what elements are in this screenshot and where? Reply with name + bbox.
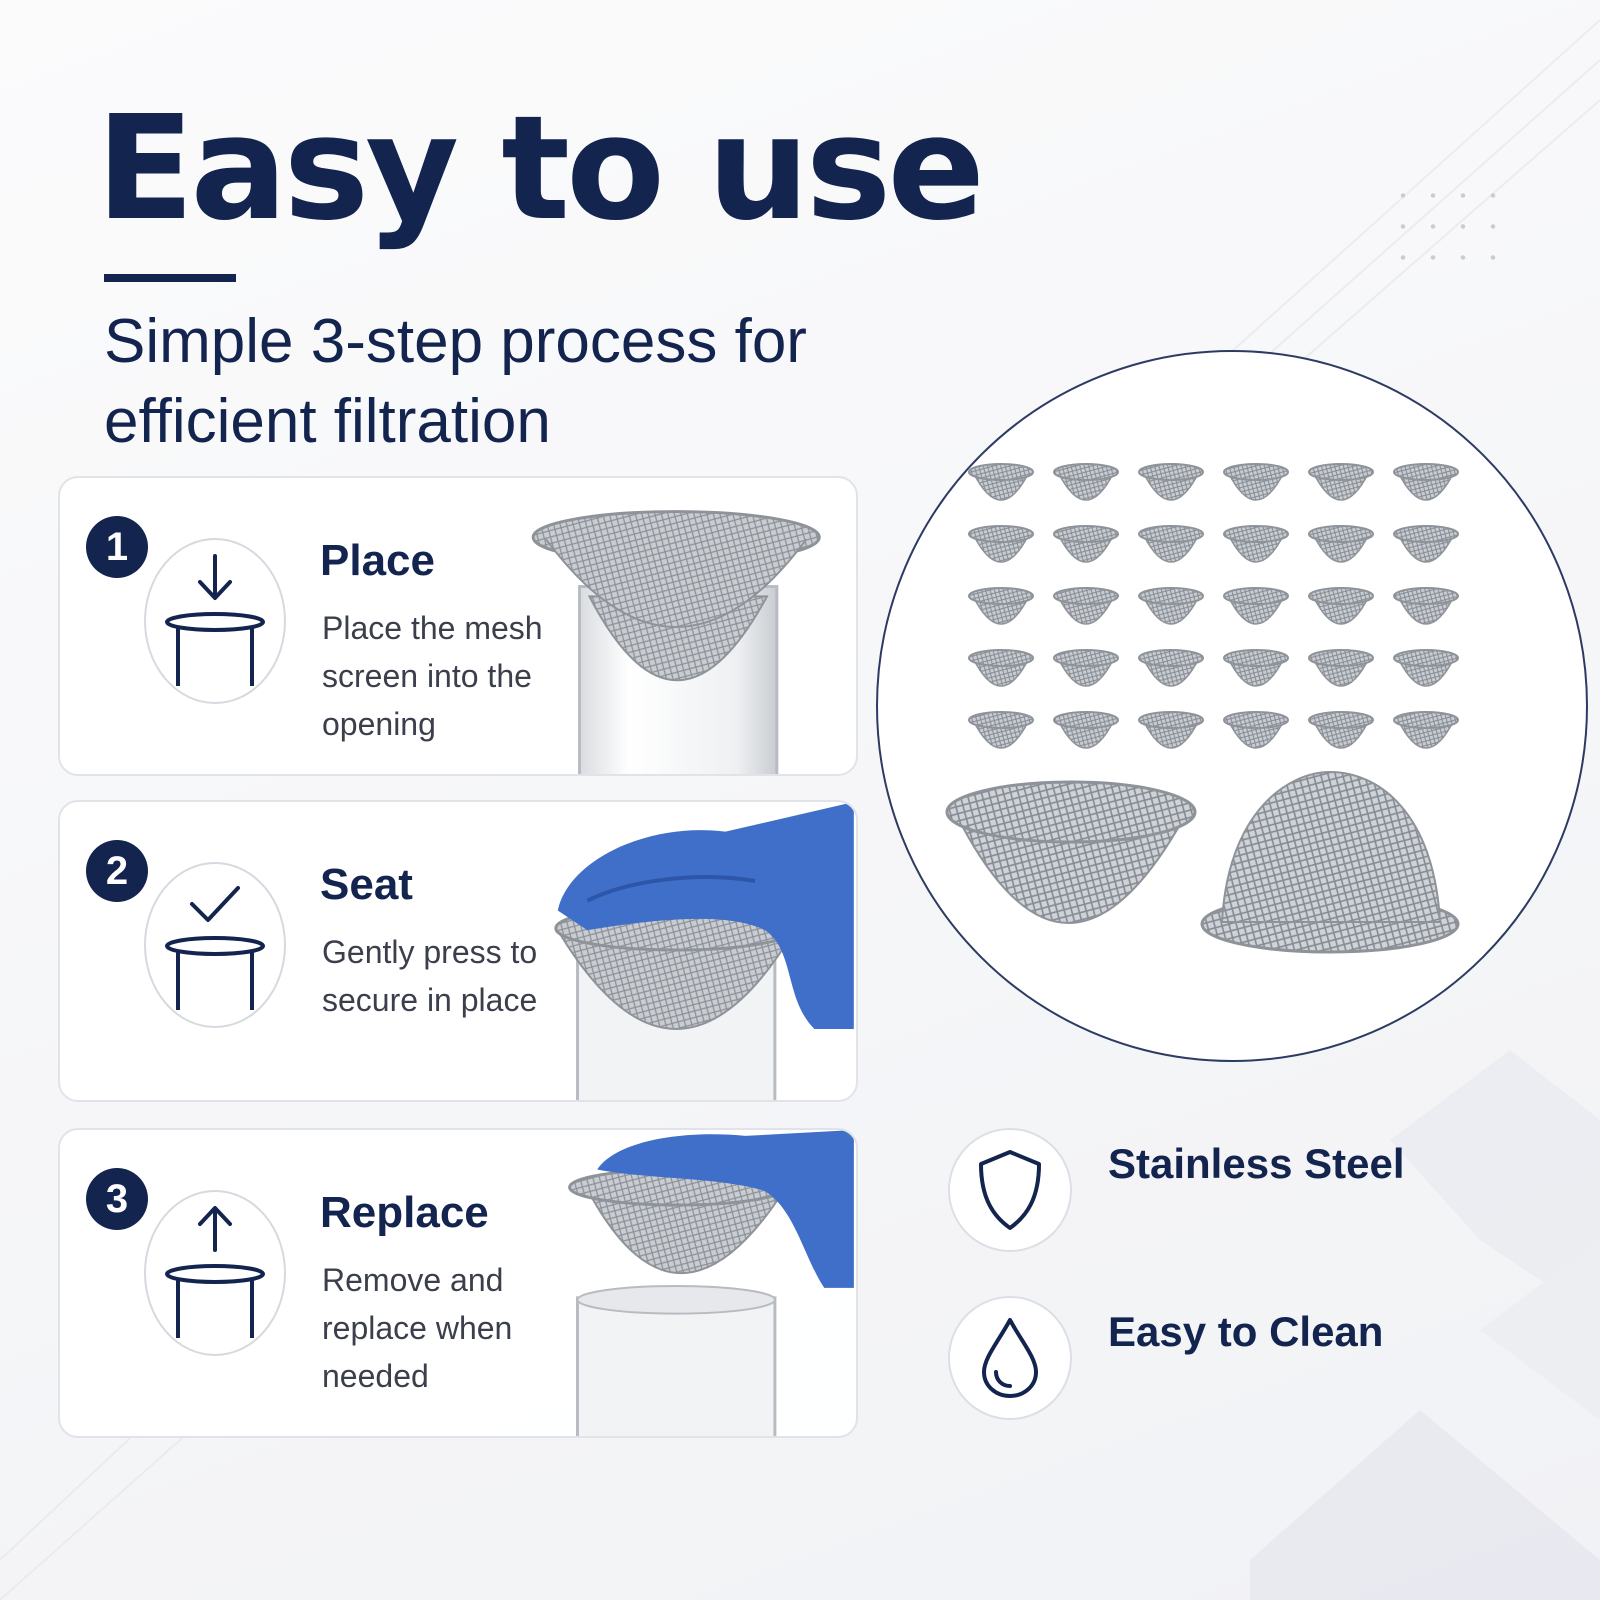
small-mesh-screen	[1393, 649, 1459, 687]
small-mesh-screen	[1308, 649, 1374, 687]
small-mesh-screen	[1393, 525, 1459, 563]
small-mesh-screen	[968, 587, 1034, 625]
small-mesh-screen	[968, 649, 1034, 687]
step-description: Gently press to secure in place	[322, 934, 538, 1018]
step-number-badge: 1	[86, 516, 148, 578]
arrow-up-out-of-tube-icon	[144, 1190, 286, 1356]
small-mesh-screen	[968, 463, 1034, 501]
step-title: Seat	[320, 860, 413, 909]
small-mesh-screen	[1138, 587, 1204, 625]
water-drop-icon	[982, 1318, 1038, 1398]
gloved-hand-removing-mesh-photo	[568, 1130, 854, 1436]
feature-label: Easy to Clean	[1108, 1308, 1384, 1355]
large-mesh-screen-dome	[1200, 770, 1460, 954]
page-subtitle: Simple 3-step process for efficient filt…	[104, 307, 807, 456]
feature-label: Stainless Steel	[1108, 1140, 1405, 1187]
page-title: Easy to use	[96, 84, 985, 252]
small-mesh-screen	[968, 525, 1034, 563]
small-mesh-screen	[1308, 711, 1374, 749]
small-mesh-screen	[1053, 463, 1119, 501]
gloved-hand-pressing-mesh-photo	[554, 802, 854, 1100]
feature-easy-to-clean: Easy to Clean	[948, 1296, 1428, 1426]
small-mesh-screen	[968, 711, 1034, 749]
feature-stainless-steel: Stainless Steel	[948, 1128, 1428, 1258]
small-mesh-screen	[1223, 649, 1289, 687]
mesh-screens-grid	[945, 463, 1460, 954]
title-underline	[104, 274, 236, 282]
small-mesh-screen	[1053, 649, 1119, 687]
product-showcase-circle	[876, 350, 1588, 1062]
decorative-dot-grid	[1388, 180, 1508, 260]
small-mesh-screen	[1223, 711, 1289, 749]
small-mesh-screen	[1308, 525, 1374, 563]
small-mesh-screen	[1223, 525, 1289, 563]
small-mesh-screen	[1138, 525, 1204, 563]
step-card-seat: 2 Seat Gently press to secure in place	[58, 800, 858, 1102]
small-mesh-screen	[1053, 711, 1119, 749]
step-description: Place the mesh screen into the opening	[322, 610, 543, 742]
small-mesh-screen	[1138, 711, 1204, 749]
small-mesh-screen	[1223, 463, 1289, 501]
small-mesh-screen	[1223, 587, 1289, 625]
step-description: Remove and replace when needed	[322, 1262, 513, 1394]
step-number-badge: 3	[86, 1168, 148, 1230]
small-mesh-screen	[1053, 525, 1119, 563]
small-mesh-screen	[1393, 587, 1459, 625]
small-mesh-screen	[1053, 587, 1119, 625]
arrow-down-into-tube-icon	[144, 538, 286, 704]
small-mesh-screen	[1138, 649, 1204, 687]
mesh-screen-in-tube-photo	[531, 510, 821, 774]
step-title: Replace	[320, 1188, 489, 1237]
step-title: Place	[320, 536, 435, 585]
small-mesh-screen	[1138, 463, 1204, 501]
small-mesh-screen	[1308, 587, 1374, 625]
step-number-badge: 2	[86, 840, 148, 902]
large-mesh-screen-bowl	[945, 780, 1197, 924]
feature-icon-badge	[948, 1296, 1072, 1420]
feature-icon-badge	[948, 1128, 1072, 1252]
step-card-replace: 3 Replace Remove and replace when needed	[58, 1128, 858, 1438]
small-mesh-screen	[1393, 711, 1459, 749]
checkmark-tube-icon	[144, 862, 286, 1028]
small-mesh-screen	[1308, 463, 1374, 501]
shield-icon	[979, 1150, 1041, 1230]
small-mesh-screen	[1393, 463, 1459, 501]
step-card-place: 1 Place Place the mesh screen into the o…	[58, 476, 858, 776]
